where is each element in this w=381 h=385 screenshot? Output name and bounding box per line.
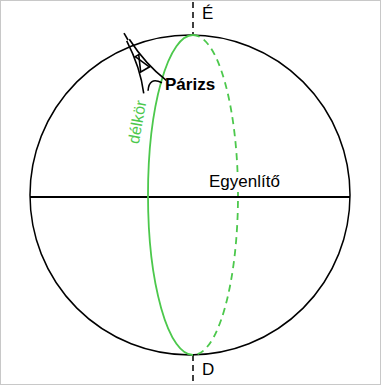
eiffel-tower: [113, 27, 167, 94]
axis-line: [192, 355, 194, 383]
north-label: É: [202, 4, 213, 24]
city-label: Párizs: [165, 75, 215, 95]
south-label: D: [202, 360, 214, 380]
axis-line: [192, 2, 194, 35]
globe-outline: [30, 35, 350, 355]
equator-label: Egyenlítő: [207, 172, 282, 192]
equator-line: [30, 196, 350, 198]
